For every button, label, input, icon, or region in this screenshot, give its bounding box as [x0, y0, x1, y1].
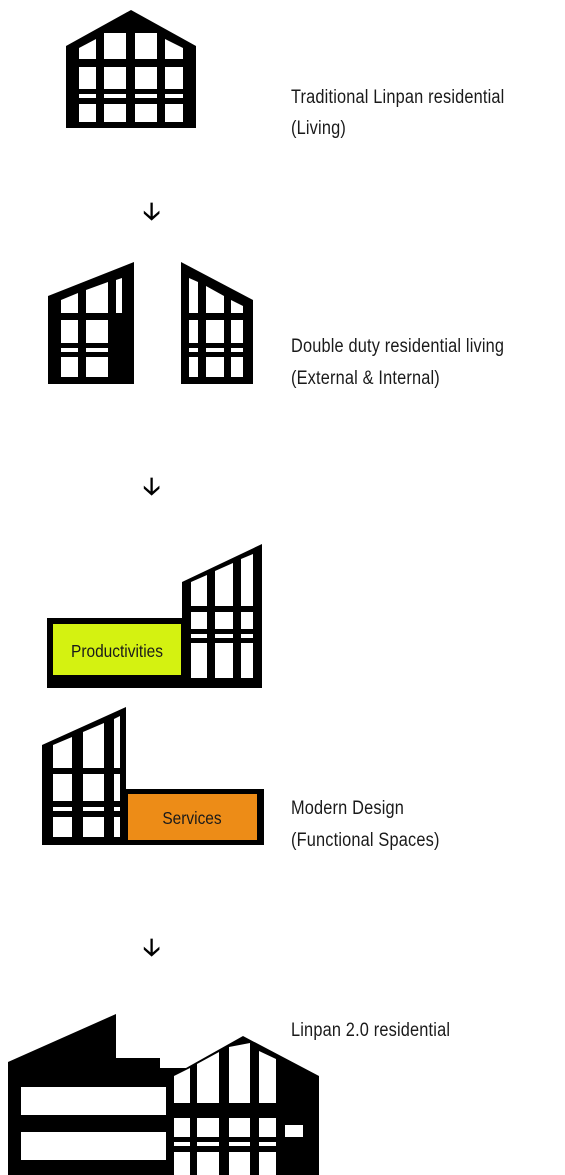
stage4-sublabel: (Functional Spaces)	[291, 830, 440, 851]
down-arrow-icon: 🡣	[143, 197, 161, 225]
down-arrow-icon: 🡣	[143, 472, 161, 500]
stage1-label: Traditional Linpan residential	[291, 87, 505, 108]
services-house-icon: Services	[42, 707, 264, 845]
stage5-label: Linpan 2.0 residential	[291, 1020, 451, 1041]
productivities-box	[53, 624, 181, 675]
down-arrow-icon: 🡣	[143, 933, 161, 961]
stage4-label: Modern Design	[291, 798, 405, 819]
traditional-house-icon	[66, 10, 196, 128]
productivities-house-icon: Productivities	[47, 544, 262, 688]
services-box	[128, 794, 257, 840]
split-house-icon	[48, 262, 253, 384]
stage2-sublabel: (External & Internal)	[291, 368, 440, 389]
linpan-2-house-icon	[8, 1014, 319, 1175]
stage1-sublabel: (Living)	[291, 118, 346, 139]
stage2-label: Double duty residential living	[291, 336, 505, 357]
services-label: Services	[162, 808, 221, 828]
productivities-label: Productivities	[71, 641, 163, 661]
